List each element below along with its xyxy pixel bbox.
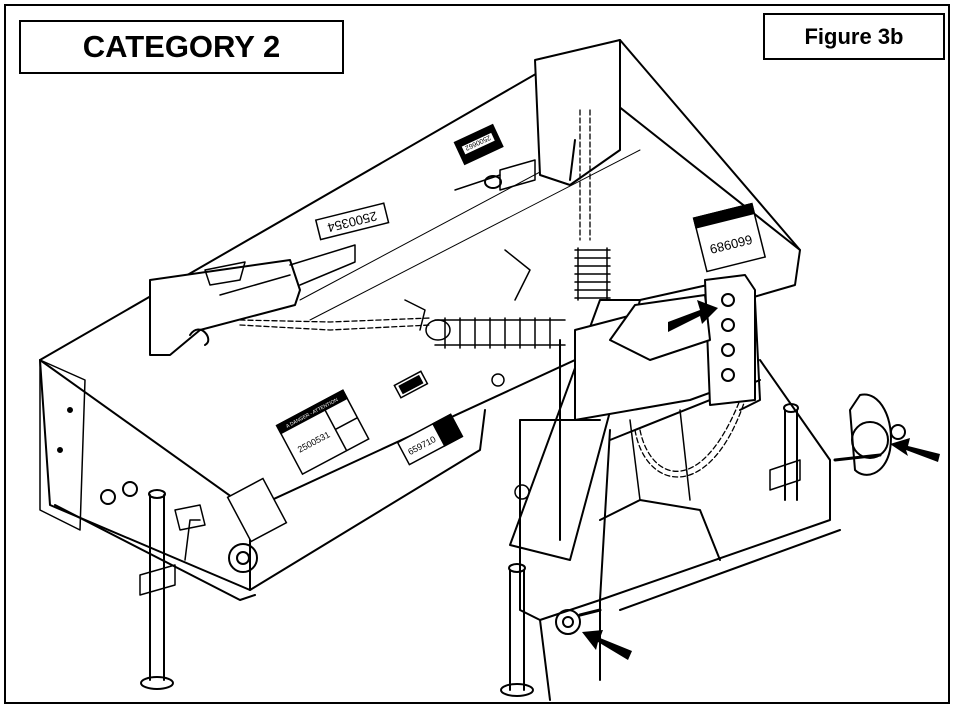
top-hitch-plate: [609, 274, 756, 406]
figure-label: Figure 3b: [763, 13, 945, 60]
right-chain-bracket: [454, 39, 621, 191]
blank-decal: [226, 477, 288, 543]
arrows: [582, 300, 940, 660]
top-small-decal: 2500662: [453, 123, 504, 166]
right-pin-hub: [833, 393, 906, 476]
hitch-plate-arrow: [668, 300, 718, 332]
left-chain-bracket: [149, 244, 356, 356]
decals: 2500354 2500662 660989 2500531 A DANGER …: [226, 123, 767, 543]
front-parking-stand: [500, 563, 534, 697]
small-decal: [393, 370, 429, 399]
springs: [425, 247, 611, 349]
top-decal: 2500354: [314, 202, 390, 241]
lower-decal: 659710: [396, 413, 464, 466]
right-pin-arrow: [890, 438, 940, 462]
category-label: CATEGORY 2: [19, 20, 344, 74]
lower-left-pin-arrow: [582, 630, 632, 660]
lower-left-pin: [555, 608, 602, 635]
left-end-plate: [39, 359, 258, 573]
chains: [239, 109, 746, 478]
side-decal: 660989: [692, 202, 767, 273]
right-parking-stand: [769, 403, 801, 501]
left-parking-stand: [139, 489, 201, 690]
